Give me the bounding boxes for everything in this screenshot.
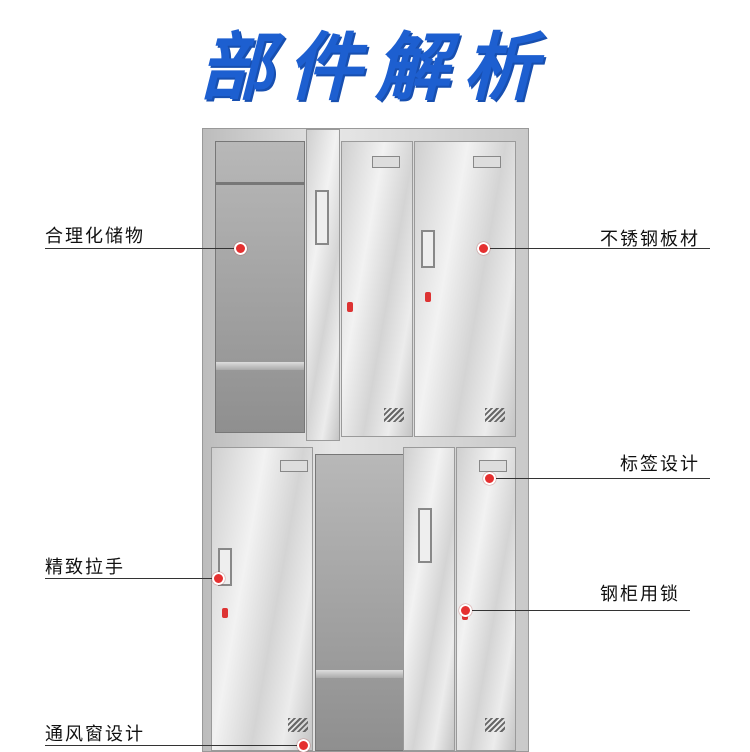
callout-stainless-plate: 不锈钢板材 [600,229,700,250]
callout-handle: 精致拉手 [45,557,125,578]
open-door-bottom[interactable] [403,447,455,751]
hotspot-dot[interactable] [297,739,310,752]
locker-door[interactable] [341,141,413,437]
open-door-top[interactable] [306,129,340,441]
page-title: 部件解析 [199,25,551,111]
callout-ventilation: 通风窗设计 [45,724,145,745]
hotspot-dot[interactable] [234,242,247,255]
callout-storage: 合理化储物 [45,226,145,247]
locker-door[interactable] [211,447,313,751]
locker-door[interactable] [414,141,516,437]
hotspot-dot[interactable] [212,572,225,585]
callout-label-design: 标签设计 [620,454,700,475]
open-compartment-top [215,141,305,433]
hotspot-dot[interactable] [483,472,496,485]
locker-door[interactable] [456,447,516,751]
hotspot-dot[interactable] [459,604,472,617]
stainless-steel-locker [202,128,529,752]
callout-lock: 钢柜用锁 [600,584,680,605]
open-compartment-bottom [315,454,405,751]
hotspot-dot[interactable] [477,242,490,255]
